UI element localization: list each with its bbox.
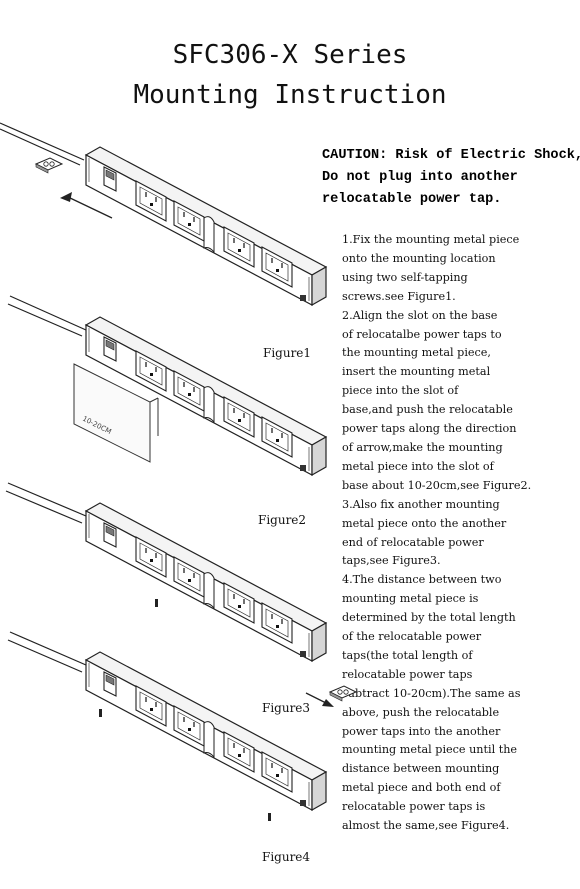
instruction-line: end of relocatable power	[342, 535, 484, 549]
instruction-line: 3.Also fix another mounting	[342, 497, 500, 511]
instruction-line: using two self-tapping	[342, 270, 468, 284]
instruction-line: almost the same,see Figure4.	[342, 819, 510, 833]
instruction-line: metal piece into the slot of	[342, 459, 494, 473]
instruction-line: above, push the relocatable	[342, 705, 500, 719]
document-title-line2: Mounting Instruction	[133, 80, 447, 110]
figure4-illustration	[7, 631, 357, 821]
instruction-line: the mounting metal piece,	[342, 346, 491, 360]
instruction-line: determined by the total length	[342, 611, 516, 625]
instruction-line: of the relocatable power	[342, 630, 482, 644]
instruction-line: power taps along the direction	[342, 422, 517, 436]
instruction-line: base about 10-20cm,see Figure2.	[342, 478, 532, 492]
caution-line: CAUTION: Risk of Electric Shock,	[322, 148, 580, 163]
instruction-line: metal piece onto the another	[342, 516, 507, 530]
caution-notice: CAUTION: Risk of Electric Shock, Do not …	[322, 145, 580, 211]
instruction-line: piece into the slot of	[342, 384, 459, 398]
instruction-line: onto the mounting location	[342, 251, 496, 265]
instruction-line: of relocatalbe power taps to	[342, 327, 502, 341]
instruction-line: mounting metal piece is	[342, 592, 479, 606]
instruction-line: taps(the total length of	[342, 648, 473, 662]
document-title-line1: SFC306-X Series	[172, 40, 408, 70]
figure1-illustration	[0, 122, 327, 306]
instruction-line: metal piece and both end of	[342, 781, 501, 795]
figure1-label: Figure1	[263, 346, 312, 360]
instruction-line: 1.Fix the mounting metal piece	[342, 233, 520, 246]
figure2-label: Figure2	[258, 513, 307, 527]
caution-line: Do not plug into another	[322, 170, 518, 185]
instruction-line: screws.see Figure1.	[342, 289, 456, 303]
instruction-line: relocatable power taps	[342, 667, 473, 681]
instruction-line: distance between mounting	[342, 762, 500, 776]
figure2-illustration: 10-20CM	[7, 295, 327, 476]
instruction-line: insert the mounting metal	[342, 365, 491, 379]
instruction-text: 1.Fix the mounting metal piece onto the m…	[342, 231, 578, 836]
instruction-line: base,and push the relocatable	[342, 403, 513, 417]
instruction-line: taps,see Figure3.	[342, 554, 441, 568]
instruction-line: of arrow,make the mounting	[342, 440, 503, 454]
caution-line: relocatable power tap.	[322, 192, 502, 207]
figure3-illustration	[5, 482, 327, 662]
figure3-label: Figure3	[262, 701, 311, 715]
instruction-line: 2.Align the slot on the base	[342, 308, 498, 322]
instruction-line: 4.The distance between two	[342, 573, 502, 587]
instruction-line: relocatable power taps is	[342, 800, 486, 814]
instruction-line: subtract 10-20cm).The same as	[342, 686, 521, 700]
figure4-label: Figure4	[262, 850, 311, 864]
instruction-line: mounting metal piece until the	[342, 743, 518, 757]
instruction-line: power taps into the another	[342, 724, 501, 738]
